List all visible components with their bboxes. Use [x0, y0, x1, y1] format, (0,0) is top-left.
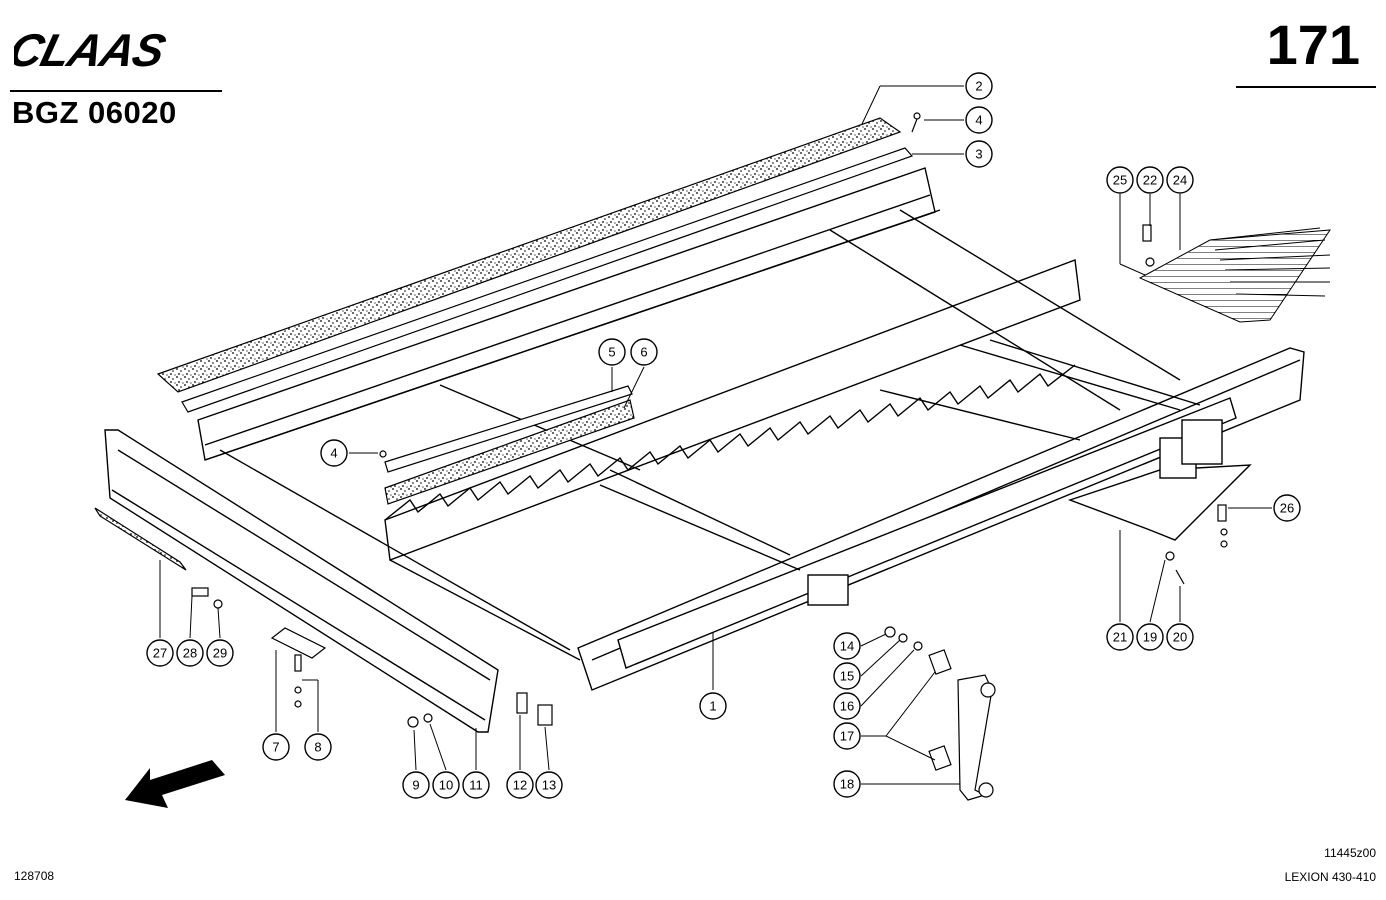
callout-18: 18 [833, 770, 861, 798]
brand-text: CLAAS [14, 26, 171, 72]
drawing-number: 128708 [14, 869, 55, 883]
svg-text:26: 26 [1280, 501, 1294, 516]
svg-text:11: 11 [469, 778, 483, 793]
figure-id: 11445z00 [1324, 846, 1376, 860]
svg-text:6: 6 [640, 345, 647, 360]
grille-plate [1138, 227, 1331, 323]
callout-15: 15 [833, 662, 861, 690]
callout-19: 19 [1136, 623, 1164, 651]
svg-text:22: 22 [1143, 173, 1157, 188]
seal-strip [156, 117, 902, 393]
callout-4-top: 4 [965, 106, 993, 134]
svg-text:10: 10 [439, 778, 453, 793]
header-rule [10, 90, 222, 92]
callout-6: 6 [630, 338, 658, 366]
svg-text:1: 1 [709, 699, 716, 714]
callout-12: 12 [506, 771, 534, 799]
svg-text:28: 28 [183, 646, 197, 661]
small-strips [384, 385, 635, 505]
callout-2: 2 [965, 72, 993, 100]
svg-text:20: 20 [1173, 630, 1187, 645]
clamp-strip [181, 147, 914, 413]
svg-text:15: 15 [840, 669, 854, 684]
svg-text:7: 7 [272, 740, 279, 755]
callout-3: 3 [965, 140, 993, 168]
svg-text:3: 3 [975, 147, 982, 162]
svg-text:13: 13 [542, 778, 556, 793]
callout-17: 17 [833, 722, 861, 750]
claas-logo: CLAAS [14, 26, 171, 72]
svg-text:4: 4 [975, 113, 982, 128]
callout-16: 16 [833, 692, 861, 720]
callout-9: 9 [402, 771, 430, 799]
callout-5: 5 [598, 338, 626, 366]
svg-text:9: 9 [412, 778, 419, 793]
svg-text:8: 8 [314, 740, 321, 755]
callout-4-left: 4 [320, 439, 348, 467]
fasteners [191, 112, 1228, 801]
svg-text:14: 14 [840, 639, 854, 654]
callout-26: 26 [1273, 494, 1301, 522]
svg-text:29: 29 [213, 646, 227, 661]
model-name: LEXION 430-410 [1284, 870, 1376, 884]
callout-10: 10 [432, 771, 460, 799]
svg-text:24: 24 [1173, 173, 1187, 188]
svg-text:4: 4 [330, 446, 337, 461]
svg-text:16: 16 [840, 699, 854, 714]
callout-13: 13 [535, 771, 563, 799]
callout-20: 20 [1166, 623, 1194, 651]
svg-text:5: 5 [608, 345, 615, 360]
serrated-strip [94, 507, 187, 571]
callout-27: 27 [146, 639, 174, 667]
frame [104, 167, 1305, 733]
callout-28: 28 [176, 639, 204, 667]
svg-text:12: 12 [513, 778, 527, 793]
callouts: 1 2 3 4 4 5 6 7 8 9 10 11 12 13 14 15 16… [146, 72, 1301, 799]
svg-text:27: 27 [153, 646, 167, 661]
callout-22: 22 [1136, 166, 1164, 194]
callout-7: 7 [262, 733, 290, 761]
callout-29: 29 [206, 639, 234, 667]
group-code: BGZ 06020 [12, 95, 177, 130]
svg-text:2: 2 [975, 79, 982, 94]
callout-25: 25 [1106, 166, 1134, 194]
callout-11: 11 [462, 771, 490, 799]
page-number-rule [1236, 86, 1376, 88]
direction-arrow [125, 760, 225, 808]
svg-text:17: 17 [840, 729, 854, 744]
svg-text:25: 25 [1113, 173, 1127, 188]
svg-text:18: 18 [840, 777, 854, 792]
leader-lines [159, 85, 1272, 785]
svg-text:21: 21 [1113, 630, 1127, 645]
callout-1: 1 [699, 692, 727, 720]
callout-8: 8 [304, 733, 332, 761]
page-number: 171 [1266, 13, 1360, 76]
callout-24: 24 [1166, 166, 1194, 194]
callout-14: 14 [833, 632, 861, 660]
svg-text:19: 19 [1143, 630, 1157, 645]
callout-21: 21 [1106, 623, 1134, 651]
